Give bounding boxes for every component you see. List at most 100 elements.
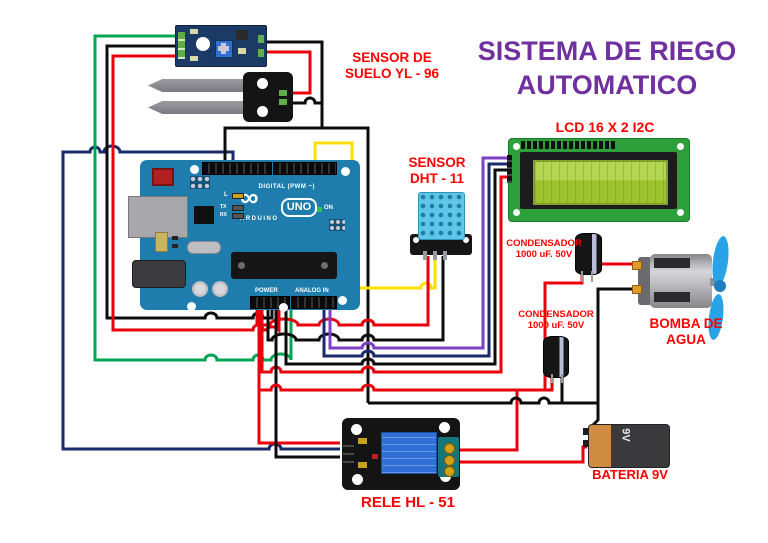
wire-navy-lcd: [322, 162, 508, 358]
lcd-bezel: [520, 152, 677, 209]
screw-nc: [444, 466, 455, 477]
chip-small: [194, 206, 214, 224]
board-hole-5: [338, 296, 347, 305]
page-title: SISTEMA DE RIEGO AUTOMATICO: [448, 34, 766, 102]
relay-hole-2: [439, 422, 450, 433]
relay-label: RELE HL - 51: [361, 494, 455, 511]
lcd-module: [507, 138, 690, 222]
wire-red-relay-vcc: [257, 303, 340, 445]
led-l-label: L: [224, 192, 228, 198]
probe-prong-bottom: [148, 101, 250, 114]
led-rx: [232, 213, 244, 219]
digital-header-right: [273, 162, 337, 175]
right-pin-1: [258, 35, 264, 43]
cap2-label-line2: 1000 uF. 50V: [527, 319, 585, 331]
cap2-leg-neg: [551, 374, 553, 383]
dht-pin-3: [443, 251, 447, 260]
lcd-i2c-pins: [507, 155, 512, 183]
dht-label-line2: DHT - 11: [409, 170, 464, 186]
uno-logo: UNO: [281, 198, 317, 217]
wire-red-lcd: [260, 175, 508, 374]
relay-screw-terminal: [438, 437, 459, 477]
soil-probe-head: [243, 72, 293, 122]
pump-label-line2: AGUA: [666, 331, 706, 347]
relay-led-red: [372, 454, 378, 459]
wire-black-probe: [291, 96, 322, 105]
power-silk: POWER: [255, 288, 278, 294]
pump-band-top: [654, 258, 690, 268]
battery-terminal-positive: [583, 440, 589, 447]
capacitor-smd-1: [192, 281, 208, 297]
arduino-infinity-logo: ∞: [240, 182, 259, 212]
on-label: ON: [324, 205, 333, 211]
relay-module: [342, 418, 460, 490]
smd-2: [190, 56, 198, 61]
relay-block: [381, 432, 437, 474]
lcd-header-pins: [521, 141, 615, 149]
fuse: [155, 232, 168, 252]
smd-a: [172, 236, 178, 240]
cap2-label-line1: CONDENSADOR: [518, 309, 594, 320]
arduino-uno-board: ON DIGITAL (PWM ~) ∞ UNO ARDUINO L TX RX…: [128, 160, 360, 312]
wire-black-right-rail: [322, 126, 370, 403]
analog-header: [291, 296, 337, 309]
on-led: [317, 207, 322, 212]
power-jack: [132, 260, 186, 288]
dht-label: SENSOR DHT - 11: [398, 155, 476, 186]
capacitor-smd-2: [212, 281, 228, 297]
board-hole-4: [279, 303, 288, 312]
probe-hole-top: [257, 78, 268, 89]
soil-label-line2: SUELO YL - 96: [344, 65, 440, 81]
crystal-oscillator: [187, 241, 221, 254]
potentiometer: [215, 40, 233, 58]
wire-black-relay-gnd: [274, 303, 340, 459]
soil-sensor-label: SENSOR DE SUELO YL - 96: [332, 50, 452, 81]
dht-pin-2: [433, 251, 437, 260]
led-tx: [232, 205, 244, 211]
lcd-hole-4: [677, 209, 684, 216]
smd-ic: [236, 30, 248, 40]
propeller-hub: [714, 280, 726, 292]
wire-purple-lcd: [328, 156, 508, 350]
led-l: [232, 193, 244, 199]
capacitor-1: [575, 233, 602, 275]
pump-motor-body: [650, 254, 712, 308]
dht-label-line1: SENSOR: [408, 155, 466, 170]
cap1-label: CONDENSADOR 1000 uF. 50V: [503, 238, 585, 261]
probe-prong-top: [148, 79, 250, 92]
relay-hole-1: [351, 424, 362, 435]
cap1-label-line2: 1000 uF. 50V: [515, 248, 573, 260]
led-rx-label: RX: [220, 212, 227, 218]
lcd-hole-2: [677, 143, 684, 150]
smd-3: [238, 48, 246, 54]
dht-hole-right: [463, 237, 469, 243]
board-hole-3: [187, 302, 196, 311]
wire-black-lcd: [284, 168, 508, 366]
pump-label-line1: BOMBA DE: [649, 316, 723, 331]
wire-red-probe: [264, 50, 312, 95]
usb-port: [128, 196, 188, 238]
cap2-label: CONDENSADOR 1000 uF. 50V: [515, 309, 597, 332]
dht11-sensor-body: [418, 192, 465, 240]
lcd-label: LCD 16 X 2 I2C: [555, 119, 655, 135]
title-line2: AUTOMATICO: [516, 70, 698, 100]
battery-label: BATERIA 9V: [592, 467, 668, 482]
icsp-header-1: [190, 176, 210, 189]
pump-band-bottom: [654, 292, 690, 302]
pot-screw-cross: [218, 46, 229, 51]
left-pin-connector: [178, 32, 185, 59]
battery-cell-text: 9V: [619, 428, 632, 442]
battery-orange-section: [589, 425, 611, 467]
probe-pin-1: [279, 90, 287, 96]
capacitor-2: [543, 336, 569, 378]
chip-dot-right: [321, 262, 328, 269]
relay-hole-3: [352, 474, 363, 485]
cap2-leg-pos: [561, 374, 563, 383]
cap1-label-line1: CONDENSADOR: [506, 238, 582, 249]
pump-label: BOMBA DE AGUA: [640, 316, 732, 347]
dht-pin-1: [423, 251, 427, 260]
board-hole-1: [190, 165, 199, 174]
chip-dot-left: [238, 262, 245, 269]
